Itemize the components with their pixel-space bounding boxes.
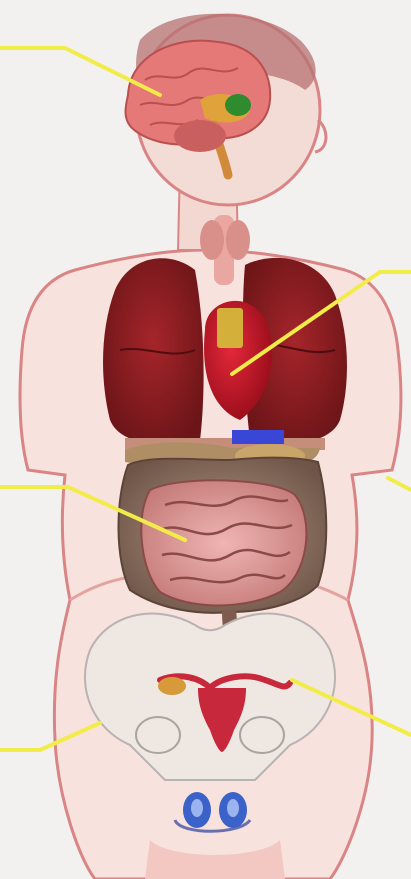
left-lung xyxy=(103,258,204,444)
small-intestine xyxy=(141,480,306,605)
callout-line-arm xyxy=(388,478,411,490)
